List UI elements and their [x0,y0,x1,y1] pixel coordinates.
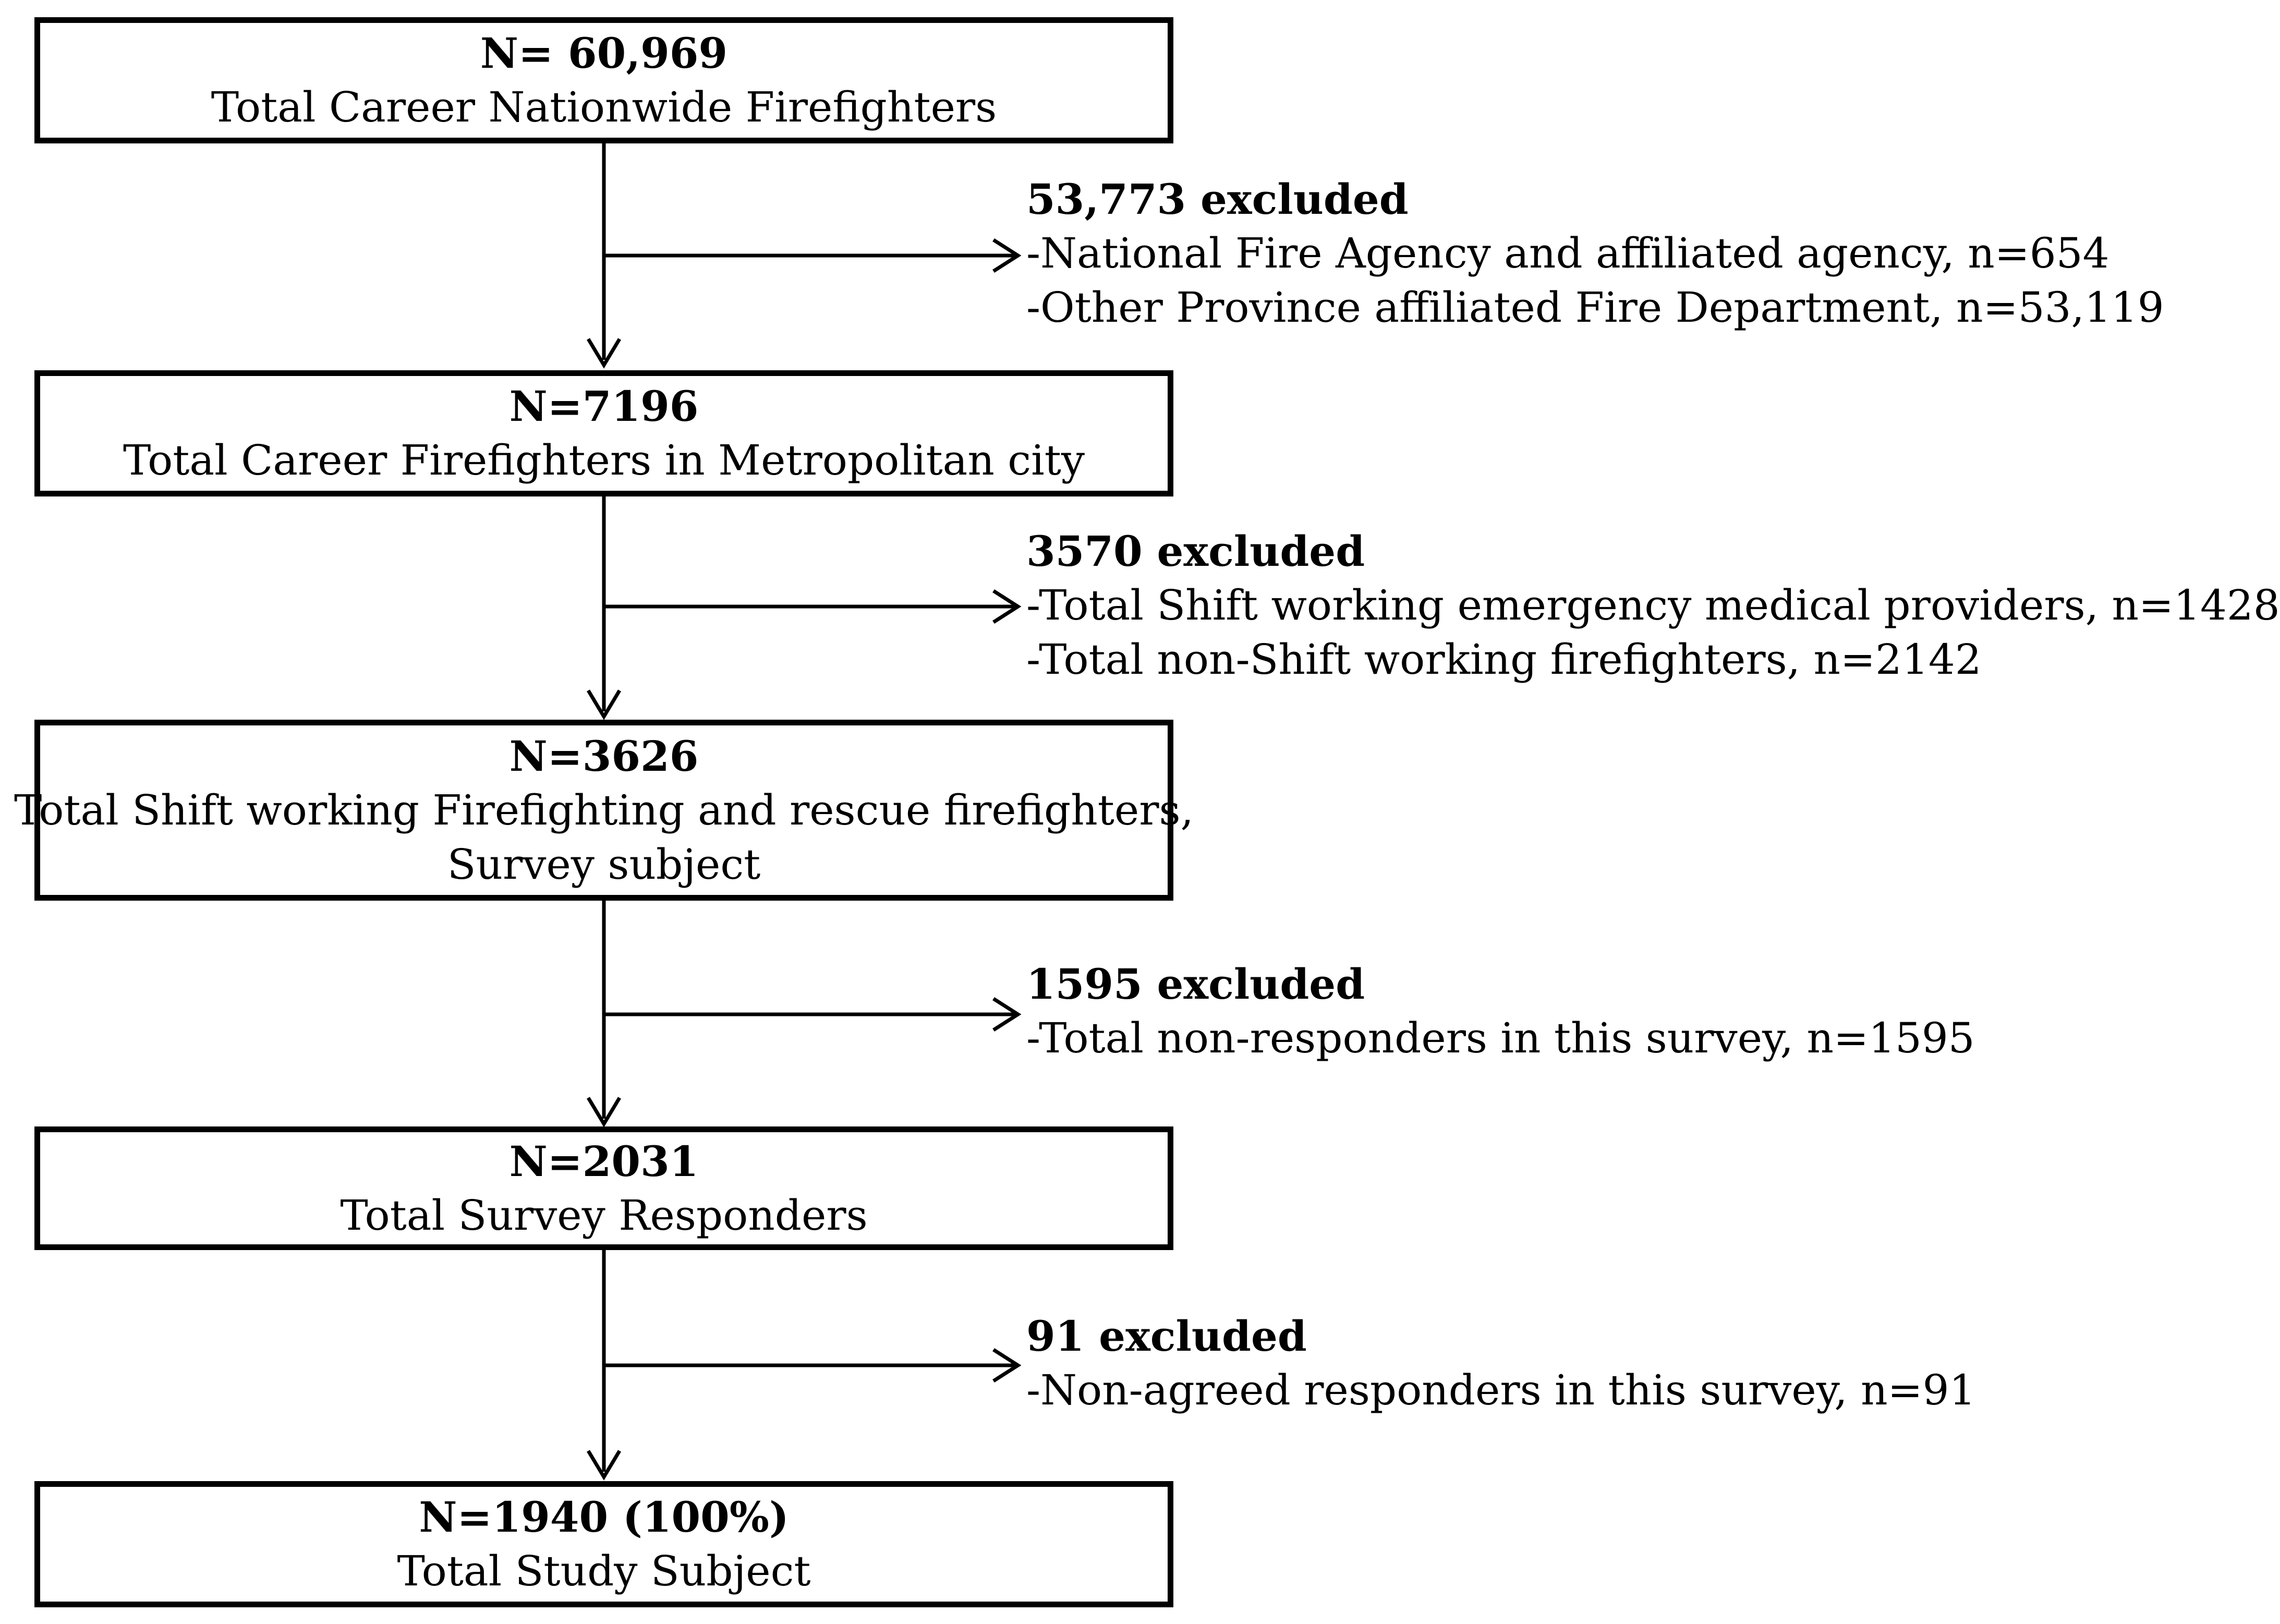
side-arrowhead-2 [992,589,1022,624]
stage-label: Total Survey Responders [340,1191,868,1240]
stage-box-survey-subject: N=3626 Total Shift working Firefighting … [14,720,1194,901]
flow-connectors [586,143,1022,1481]
stage-box-metropolitan: N=7196 Total Career Firefighters in Metr… [34,370,1173,496]
side-arrowhead-4 [992,1348,1022,1383]
exclusion-item: -Total Shift working emergency medical p… [1026,581,2280,629]
down-arrowhead-1 [586,338,622,369]
stage-label: Total Shift working Firefighting and res… [14,785,1194,834]
stage-count: N=7196 [509,382,699,431]
side-arrowhead-1 [992,238,1022,273]
exclusion-title: 1595 excluded [1026,960,1365,1009]
stage-count: N=1940 (100%) [419,1493,789,1542]
exclusion-block-1: 53,773 excluded -National Fire Agency an… [1026,172,2164,335]
stage-label: Total Study Subject [397,1547,811,1595]
exclusion-arrows [604,238,1022,1383]
stage-box-study-subject: N=1940 (100%) Total Study Subject [34,1481,1173,1607]
stage-box-responders: N=2031 Total Survey Responders [34,1126,1173,1250]
exclusion-block-2: 3570 excluded -Total Shift working emerg… [1026,524,2280,687]
exclusion-item: -Other Province affiliated Fire Departme… [1026,283,2164,332]
exclusion-block-3: 1595 excluded -Total non-responders in t… [1026,957,1975,1065]
exclusion-item: -Non-agreed responders in this survey, n… [1026,1366,1976,1414]
exclusion-item: -Total non-Shift working firefighters, n… [1026,635,1982,684]
down-arrowhead-4 [586,1450,622,1481]
stage-box-nationwide: N= 60,969 Total Career Nationwide Firefi… [34,17,1173,143]
main-flow-arrows [586,143,622,1481]
stage-label: Total Career Nationwide Firefighters [211,83,997,131]
stage-count: N=2031 [509,1136,699,1186]
stage-count: N= 60,969 [480,29,728,78]
down-arrowhead-3 [586,1097,622,1128]
exclusion-item: -Total non-responders in this survey, n=… [1026,1014,1975,1062]
side-arrowhead-3 [992,997,1022,1032]
stage-label-line-2: Survey subject [447,840,761,889]
exclusion-title: 53,773 excluded [1026,175,1409,224]
stage-label: Total Career Firefighters in Metropolita… [123,436,1085,484]
exclusion-title: 91 excluded [1026,1312,1307,1361]
exclusion-block-4: 91 excluded -Non-agreed responders in th… [1026,1309,1975,1417]
exclusion-title: 3570 excluded [1026,527,1365,576]
down-arrowhead-2 [586,689,622,720]
exclusion-item: -National Fire Agency and affiliated age… [1026,229,2109,277]
stage-count: N=3626 [509,731,699,781]
